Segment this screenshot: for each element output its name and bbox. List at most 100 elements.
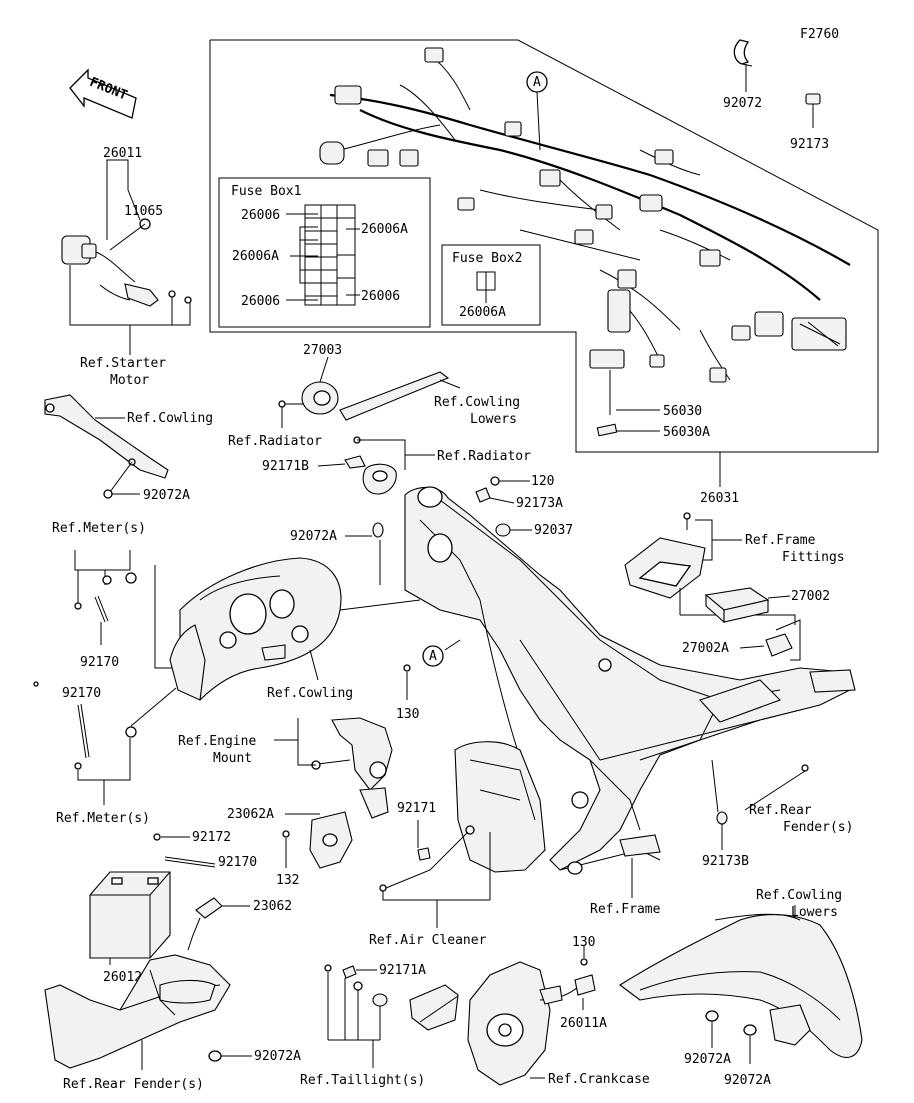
sensor-26011a xyxy=(539,946,596,1010)
part-92171b: 92171B xyxy=(262,459,309,474)
callout-a-harness: A xyxy=(526,71,548,151)
part-92170-upper: 92170 xyxy=(80,655,119,670)
callout-a-label: A xyxy=(533,75,541,90)
meter-fasteners-upper xyxy=(74,550,176,669)
part-130-bottom: 130 xyxy=(572,935,595,950)
ref-meters-top: Ref.Meter(s) xyxy=(52,521,146,536)
grommet-92173a-icon xyxy=(475,487,491,503)
ref-engine-mount-line2: Mount xyxy=(213,751,252,766)
part-120: 120 xyxy=(531,474,554,489)
ref-cowling-lowers-bottom-line1: Ref.Cowling xyxy=(756,888,842,903)
part-92172: 92172 xyxy=(192,830,231,845)
ref-radiator-left: Ref.Radiator xyxy=(228,434,322,449)
part-23062: 23062 xyxy=(253,899,292,914)
cowling-bracket-left xyxy=(44,394,169,499)
ref-rear-fender-right-line1: Ref.Rear xyxy=(749,803,812,818)
starter-relay-26011 xyxy=(61,159,192,355)
part-56030: 56030 xyxy=(663,404,702,419)
ref-frame-fittings-line2: Fittings xyxy=(782,550,845,565)
battery-26012 xyxy=(89,871,171,965)
ref-meters-bottom: Ref.Meter(s) xyxy=(56,811,150,826)
ref-cowling-lowers-bottom-line2: Lowers xyxy=(791,905,838,920)
part-26031: 26031 xyxy=(700,491,739,506)
fuse-box-1-row1: 26006 xyxy=(241,208,280,223)
ref-cowling-lowers-top-line2: Lowers xyxy=(470,412,517,427)
clamp-92072-icon xyxy=(733,39,753,92)
ref-radiator-right: Ref.Radiator xyxy=(437,449,531,464)
fuse-box-2-title: Fuse Box2 xyxy=(452,251,522,266)
part-11065: 11065 xyxy=(124,204,163,219)
horn-27003 xyxy=(278,356,339,428)
part-92170-lower: 92170 xyxy=(218,855,257,870)
sensor-27002a xyxy=(739,619,801,661)
part-130-center: 130 xyxy=(396,707,419,722)
part-26011: 26011 xyxy=(103,146,142,161)
meter-fasteners-lower xyxy=(33,681,177,805)
part-92171: 92171 xyxy=(397,801,436,816)
taillight-fasteners xyxy=(324,964,459,1068)
fuse-box-1-row2: 26006A xyxy=(232,249,279,264)
clip-92072a-center-icon xyxy=(372,522,384,538)
fuse-box-2-part: 26006A xyxy=(459,305,506,320)
part-92173b: 92173B xyxy=(702,854,749,869)
rear-fender-left xyxy=(44,954,252,1070)
fuse-box-1-row2-right: 26006A xyxy=(361,222,408,237)
ref-cowling-left: Ref.Cowling xyxy=(127,411,213,426)
part-92072a-left: 92072A xyxy=(143,488,190,503)
radiator-bracket-92171b xyxy=(317,436,435,495)
callout-a-center: A xyxy=(422,645,444,667)
fuse-box-1: Fuse Box1 26006 26006A 26006A 26006 2600… xyxy=(218,177,431,328)
ref-starter-motor-line1: Ref.Starter xyxy=(80,356,166,371)
ecu-27002 xyxy=(704,587,791,624)
part-92072a-bottom-right-1: 92072A xyxy=(684,1052,731,1067)
clip-92173b-icon xyxy=(711,759,728,850)
ref-cowling-lowers-top-line1: Ref.Cowling xyxy=(434,395,520,410)
lower-cowling xyxy=(619,905,863,1064)
part-56030a: 56030A xyxy=(663,425,710,440)
part-92072a-center: 92072A xyxy=(290,529,337,544)
engine-mount-plate xyxy=(359,787,389,819)
part-27002a: 27002A xyxy=(682,641,729,656)
meter-cowling xyxy=(169,557,342,701)
engine-mount-bracket xyxy=(274,717,393,791)
air-cleaner-housing xyxy=(379,741,546,928)
fuse-box-1-row3: 26006 xyxy=(241,294,280,309)
fuse-box-1-title: Fuse Box1 xyxy=(231,184,301,199)
fuse-box-2: Fuse Box2 26006A xyxy=(441,244,541,326)
part-92171a: 92171A xyxy=(379,963,426,978)
crankcase-cover xyxy=(467,961,551,1086)
part-27002: 27002 xyxy=(791,589,830,604)
battery-strap-23062 xyxy=(187,897,250,951)
ref-rear-fender-right-line2: Fender(s) xyxy=(783,820,853,835)
wiring-harness-26031 xyxy=(319,47,851,383)
bolt-120-icon xyxy=(490,476,500,486)
part-23062a: 23062A xyxy=(227,807,274,822)
part-132: 132 xyxy=(276,873,299,888)
battery-parts xyxy=(153,833,216,868)
part-92170-mid: 92170 xyxy=(62,686,101,701)
relay-tags-56030 xyxy=(596,370,660,437)
part-92173-top: 92173 xyxy=(790,137,829,152)
part-92072a-bottom-left: 92072A xyxy=(254,1049,301,1064)
fuse-box-1-row3-right: 26006 xyxy=(361,289,400,304)
part-92072-top: 92072 xyxy=(723,96,762,111)
part-92072a-bottom-right-2: 92072A xyxy=(724,1073,771,1088)
clip-92173-icon xyxy=(805,93,821,128)
bracket-23062a xyxy=(282,811,353,869)
ref-engine-mount-line1: Ref.Engine xyxy=(178,734,256,749)
figure-code: F2760 xyxy=(800,27,839,42)
ref-cowling-center: Ref.Cowling xyxy=(267,686,353,701)
ref-taillight: Ref.Taillight(s) xyxy=(300,1073,425,1088)
grommet-92037-icon xyxy=(495,523,511,537)
cowling-lower-stay xyxy=(339,371,461,421)
main-frame xyxy=(404,486,856,875)
ref-air-cleaner: Ref.Air Cleaner xyxy=(369,933,487,948)
part-26011a: 26011A xyxy=(560,1016,607,1031)
ref-frame: Ref.Frame xyxy=(590,902,661,917)
ref-starter-motor-line2: Motor xyxy=(110,373,149,388)
callout-a-center-label: A xyxy=(429,649,437,664)
ref-rear-fender-left: Ref.Rear Fender(s) xyxy=(63,1077,204,1092)
ref-crankcase: Ref.Crankcase xyxy=(548,1072,650,1087)
harness-outline xyxy=(209,39,879,453)
